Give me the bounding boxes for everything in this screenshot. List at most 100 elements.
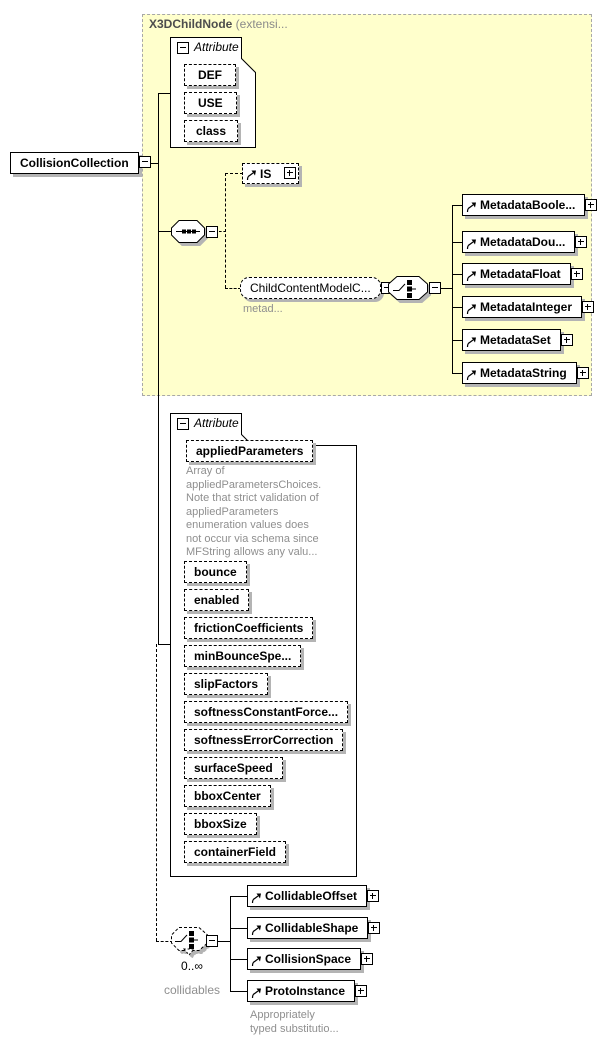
reference-arrow-icon [251,925,261,936]
element-label: MetadataString [480,366,567,380]
sequence-out [219,231,226,232]
attribute-label: frictionCoefficients [194,621,304,635]
element-label: CollidableShape [265,921,359,935]
choice-icon [388,276,428,300]
childcontent-annotation: metad... [243,303,283,315]
attribute-label: USE [198,96,223,110]
branch-metadata-1 [452,242,462,243]
element-collidableshape[interactable]: CollidableShape [247,917,381,939]
expand-toggle-icon[interactable] [355,985,368,997]
attribute-group2-title: Attribute [194,416,239,430]
expand-toggle-icon[interactable] [582,301,595,313]
expand-toggle-icon[interactable] [367,890,380,902]
attribute-group2-collapse-icon[interactable] [177,418,189,430]
attribute-minbouncespeed[interactable]: minBounceSpe... [184,645,302,667]
annotation-line: Array of [186,465,225,477]
collidables-trunk [230,896,231,991]
collidables-cardinality: 0..∞ [181,959,203,973]
expand-toggle-icon[interactable] [368,922,381,934]
attribute-slipfactors[interactable]: slipFactors [184,673,269,695]
element-collisionspace[interactable]: CollisionSpace [247,948,374,970]
element-metadatafloat[interactable]: MetadataFloat [462,263,583,285]
branch-metadata-5 [452,373,462,374]
element-label: CollisionCollection [20,156,129,170]
element-metadatastring[interactable]: MetadataString [462,362,589,384]
expand-toggle-icon[interactable] [585,199,598,211]
reference-arrow-icon [251,956,261,967]
element-label: MetadataBoole... [480,198,576,212]
branch-collidables [156,941,173,942]
attribute-label: class [196,124,227,138]
branch-attrgroup2 [158,644,171,645]
attribute-group1-collapse-icon[interactable] [177,42,189,54]
expand-toggle-icon[interactable] [575,236,588,248]
sequence-collapse-icon[interactable] [206,226,218,238]
element-protoinstance[interactable]: ProtoInstance [247,980,368,1002]
attribute-bounce[interactable]: bounce [184,561,247,583]
trunk-main [158,93,159,644]
collapse-toggle-icon[interactable] [138,156,151,168]
element-collisioncollection[interactable]: CollisionCollection [10,152,151,174]
expand-toggle-icon[interactable] [570,268,583,280]
branch-collidable-0 [230,896,247,897]
element-metadatainteger[interactable]: MetadataInteger [462,296,595,318]
attribute-softnesserrorcorrection[interactable]: softnessErrorCorrection [184,729,344,751]
element-metadataboolean[interactable]: MetadataBoole... [462,194,598,216]
attribute-frictioncoefficients[interactable]: frictionCoefficients [184,617,314,639]
attribute-label: surfaceSpeed [194,761,273,775]
expand-toggle-icon[interactable] [361,953,374,965]
branch-collidable-3 [230,991,247,992]
element-childcontentmodel[interactable]: ChildContentModelC... [240,277,393,299]
attribute-group1-title: Attribute [194,40,239,54]
attribute-bboxsize[interactable]: bboxSize [184,813,257,835]
branch-is [225,173,243,174]
expand-toggle-icon[interactable] [576,367,589,379]
collidables-choice-icon [171,927,208,956]
reference-arrow-icon [251,893,261,904]
element-collidableoffset[interactable]: CollidableOffset [247,885,380,907]
trunk-optional [156,644,157,941]
element-is[interactable]: IS [242,163,299,184]
branch-collidable-1 [230,928,247,929]
attribute-softnessconstantforce[interactable]: softnessConstantForce... [184,701,349,723]
attribute-bboxcenter[interactable]: bboxCenter [184,785,271,807]
attribute-label: DEF [198,68,222,82]
reference-arrow-icon [466,239,476,250]
protoinstance-note: Appropriately typed substitutio... [250,1009,339,1036]
branch-sequence [158,231,172,232]
attribute-def[interactable]: DEF [184,64,236,86]
reference-arrow-icon [466,271,476,282]
attribute-enabled[interactable]: enabled [184,589,250,611]
branch-metadata-2 [452,274,462,275]
expand-toggle-icon[interactable] [560,334,573,346]
annotation-line: typed substitutio... [250,1022,339,1035]
appliedparameters-annotation: Array of appliedParametersChoices. Note … [186,465,321,560]
branch-metadata-4 [452,340,462,341]
expand-toggle-icon[interactable] [284,167,296,179]
attribute-label: softnessConstantForce... [194,705,339,719]
annotation-line: enumeration values does [186,519,309,531]
annotation-line: appliedParametersChoices. [186,478,322,491]
attribute-label: softnessErrorCorrection [194,733,334,747]
collidables-collapse-icon[interactable] [206,935,218,947]
annotation-line: Appropriately [250,1009,315,1021]
element-label: CollidableOffset [265,889,358,903]
attribute-label: bounce [194,565,237,579]
reference-arrow-icon [466,370,476,381]
attribute-appliedparameters[interactable]: appliedParameters [186,440,314,462]
attribute-surfacespeed[interactable]: surfaceSpeed [184,757,283,779]
collidables-out [218,941,230,942]
attribute-containerfield[interactable]: containerField [184,841,287,863]
attribute-label: bboxSize [194,817,247,831]
attribute-use[interactable]: USE [184,92,237,114]
reference-arrow-icon [466,304,476,315]
reference-arrow-icon [466,337,476,348]
annotation-line: Note that strict validation of [186,492,319,504]
attribute-class[interactable]: class [184,120,239,142]
choice-collapse-icon[interactable] [429,282,441,294]
metadata-trunk [452,205,453,373]
element-metadataset[interactable]: MetadataSet [462,329,573,351]
element-label: ProtoInstance [265,984,346,998]
element-metadatadouble[interactable]: MetadataDou... [462,231,588,253]
attribute-label: appliedParameters [196,444,304,458]
